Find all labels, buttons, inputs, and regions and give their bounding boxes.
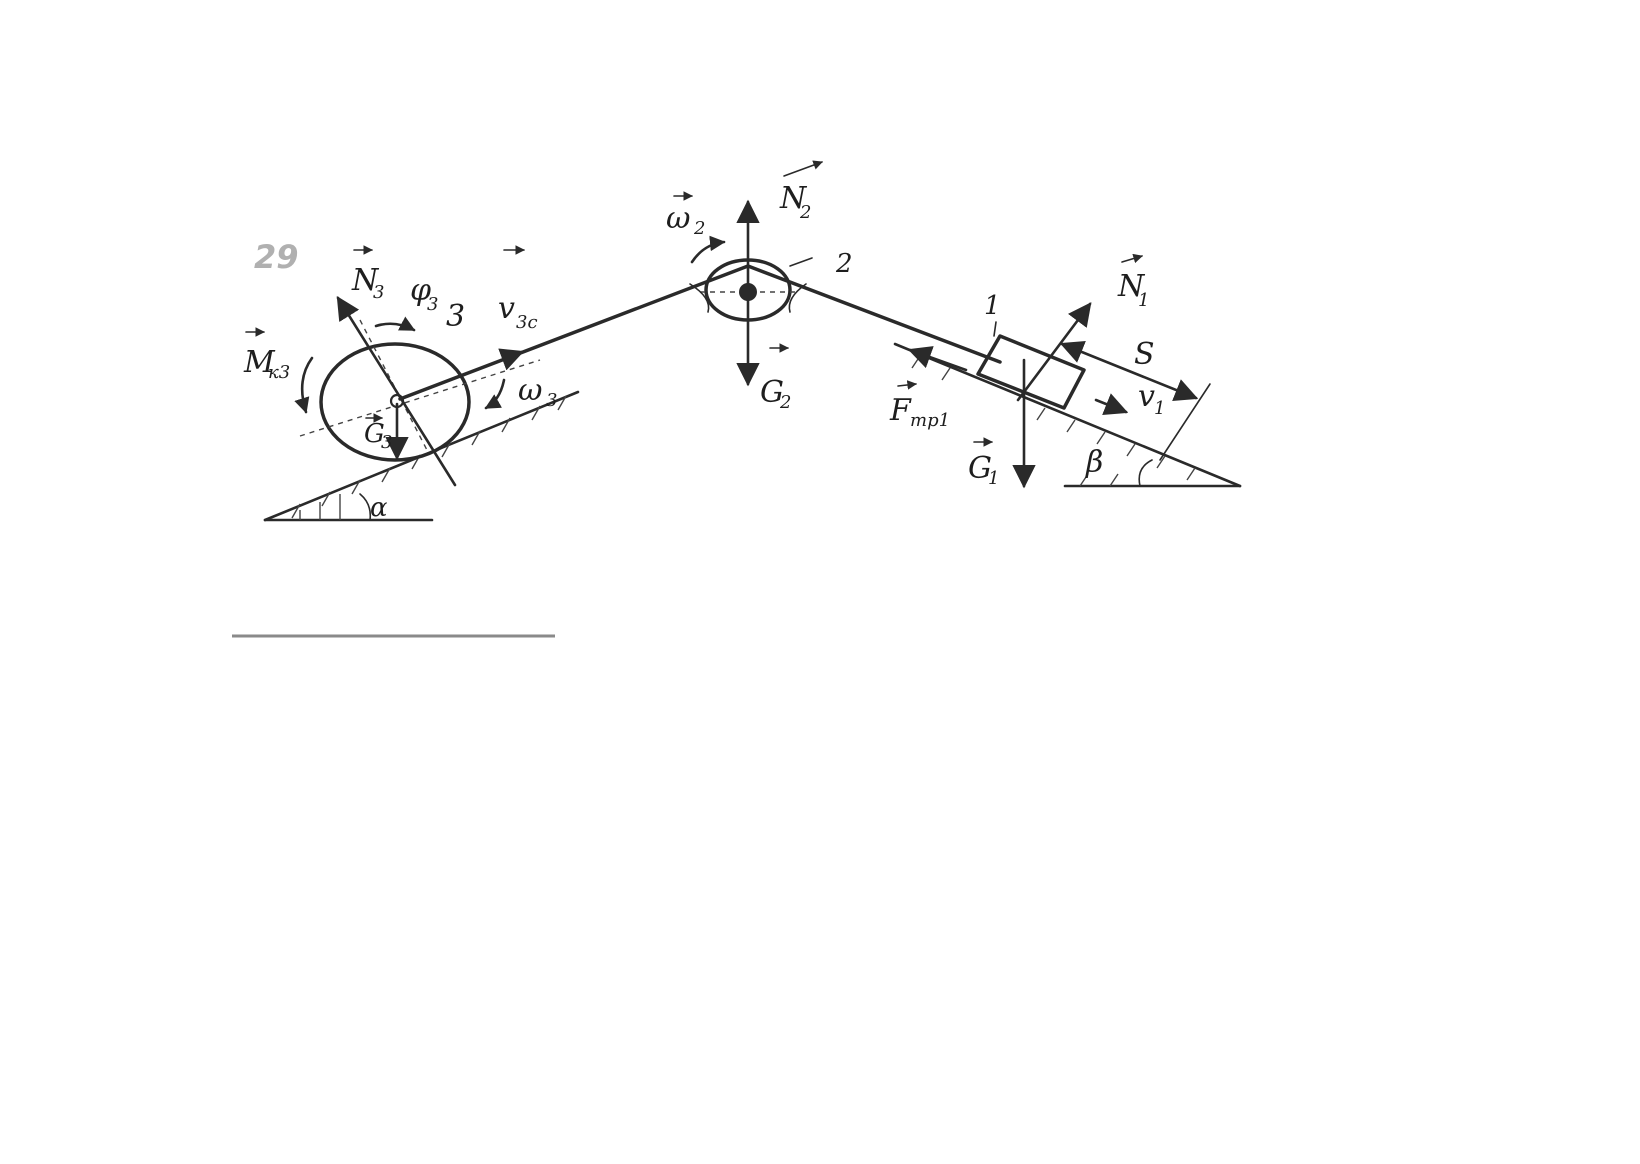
beta-label: β [1085, 445, 1103, 480]
svg-text:F: F [889, 393, 912, 428]
omega3-arrow [484, 378, 506, 410]
ftr1-label: F тр1 [889, 380, 950, 431]
n3-vector [336, 296, 457, 487]
v1-arrow [1094, 393, 1129, 416]
svg-text:2: 2 [779, 392, 791, 413]
svg-text:v: v [498, 291, 515, 326]
mk3-label: M к3 [243, 327, 290, 383]
n3-label: N 3 [351, 245, 384, 303]
svg-text:1: 1 [1154, 398, 1165, 419]
svg-text:1: 1 [1138, 290, 1149, 311]
alpha-label: α [370, 493, 388, 523]
body-2-label: 2 [835, 249, 853, 279]
svg-text:тр1: тр1 [910, 410, 950, 431]
svg-text:к3: к3 [268, 362, 290, 383]
v1-label: v 1 [1138, 379, 1165, 419]
n1-label: N 1 [1117, 253, 1149, 311]
v3c-label: v 3c [498, 245, 538, 333]
omega2-arrow [690, 235, 726, 264]
svg-text:N: N [779, 181, 808, 216]
svg-text:G: G [364, 419, 385, 449]
svg-text:1: 1 [988, 468, 999, 489]
body-3-label: 3 [446, 299, 465, 334]
g3-label: G 3 [364, 413, 392, 453]
svg-text:φ: φ [410, 273, 431, 308]
svg-text:N: N [351, 263, 380, 298]
omega3-label: ω 3 [518, 373, 557, 411]
n2-label: N 2 [779, 160, 823, 223]
body-1-label: 1 [984, 291, 1001, 337]
figure-number: 29 [254, 238, 299, 276]
g1-label: G 1 [968, 437, 999, 489]
svg-text:v: v [1138, 379, 1155, 414]
rope [398, 264, 1002, 401]
svg-text:3c: 3c [516, 312, 538, 333]
svg-text:2: 2 [799, 202, 811, 223]
phi3-label: φ 3 [410, 273, 438, 315]
right-incline: β [893, 342, 1242, 488]
omega2-label: ω 2 [666, 191, 705, 239]
n1-vector [1016, 302, 1092, 402]
svg-text:3: 3 [373, 282, 384, 303]
svg-text:2: 2 [693, 218, 705, 239]
s-dimension [1059, 341, 1211, 461]
svg-text:3: 3 [427, 294, 438, 315]
svg-text:M: M [243, 345, 276, 380]
svg-text:3: 3 [381, 432, 392, 453]
s-label: S [1134, 337, 1155, 372]
ftr1-vector [907, 346, 968, 372]
svg-text:ω: ω [518, 373, 542, 408]
beta-arc [1138, 459, 1153, 487]
svg-text:G: G [760, 375, 784, 410]
svg-text:3: 3 [546, 390, 557, 411]
alpha-arc [359, 493, 372, 521]
g2-label: G 2 [760, 343, 791, 413]
phi3-arrow [374, 316, 416, 332]
svg-text:G: G [968, 451, 992, 486]
pulley-axle [739, 283, 757, 301]
svg-text:N: N [1117, 269, 1146, 304]
svg-text:ω: ω [666, 201, 690, 236]
body-1-block [976, 334, 1086, 410]
svg-text:1: 1 [984, 291, 1001, 321]
mk3-arrow [294, 356, 314, 414]
